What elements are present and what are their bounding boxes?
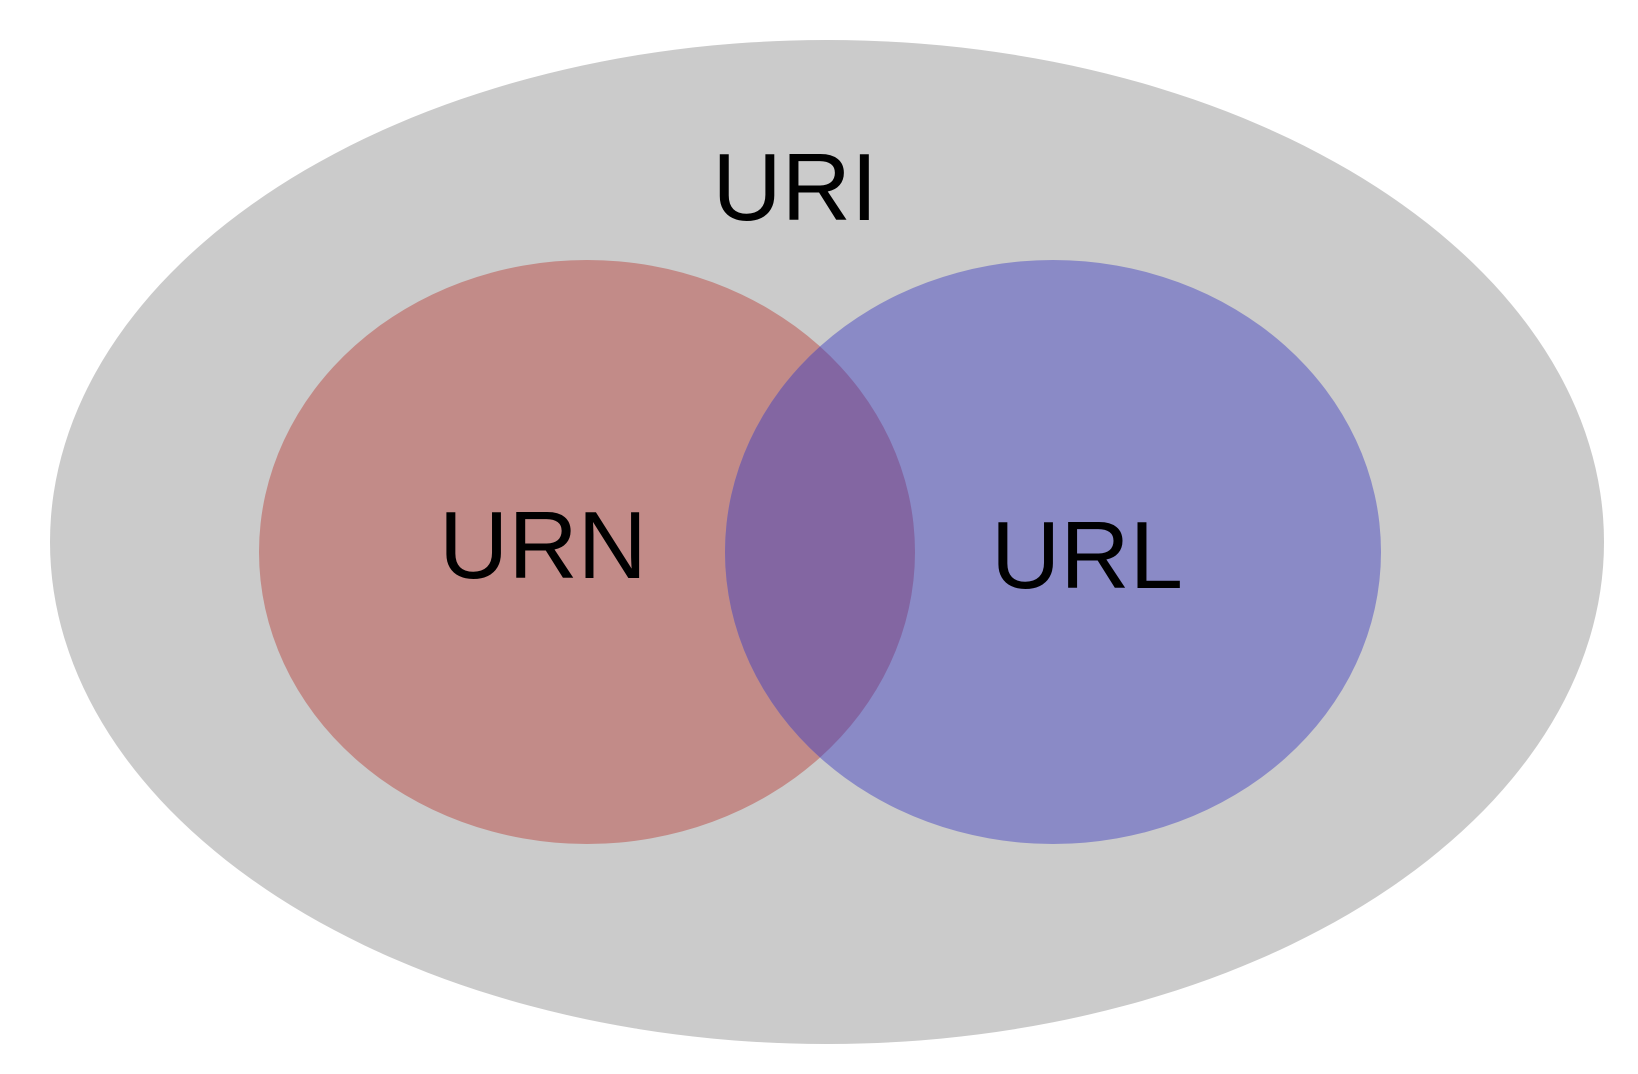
url-set-ellipse — [725, 260, 1381, 844]
uri-label: URI — [712, 134, 877, 241]
urn-set-ellipse — [259, 260, 915, 844]
urn-label: URN — [439, 492, 647, 599]
url-label: URL — [991, 502, 1183, 609]
